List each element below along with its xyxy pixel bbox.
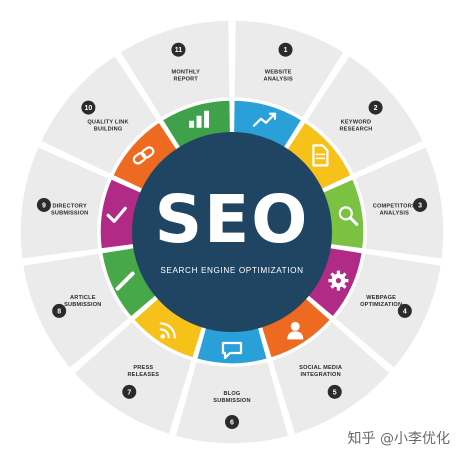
segment-2-number: 2 <box>374 105 378 112</box>
segment-3-number: 3 <box>418 202 422 209</box>
segment-11-label-line: MONTHLY <box>172 70 201 76</box>
segment-3-label-line: COMPETITORS <box>373 204 416 210</box>
segment-4-number-badge <box>397 303 412 318</box>
segment-7-number: 7 <box>127 389 131 396</box>
segment-1-number-badge <box>278 42 293 57</box>
segment-1-number: 1 <box>284 47 288 54</box>
segment-3-label-line: ANALYSIS <box>380 211 409 217</box>
segment-8-number: 8 <box>57 308 61 315</box>
segment-6-number: 6 <box>230 420 234 427</box>
segment-5-label-line: INTEGRATION <box>301 372 341 378</box>
segment-4-label-line: OPTIMIZATION <box>360 302 402 308</box>
speech-bubble-icon <box>221 341 243 360</box>
segment-4-sector <box>333 252 443 370</box>
user-icon <box>287 321 304 340</box>
segment-5-number-badge <box>327 384 342 399</box>
segment-7-sector <box>72 320 194 436</box>
segment-3-number-badge <box>413 197 428 212</box>
segment-2-number-badge <box>368 100 383 115</box>
segment-11-number: 11 <box>175 47 183 54</box>
gear-icon <box>328 270 349 291</box>
segment-9-number-badge <box>36 197 51 212</box>
checkmark-icon <box>106 206 127 223</box>
segment-6-color-sector <box>195 325 269 365</box>
segment-4-number: 4 <box>403 308 407 315</box>
segment-6-label-line: SUBMISSION <box>213 398 250 404</box>
segment-4-color-sector <box>305 246 364 319</box>
segment-11-number-badge <box>171 42 186 57</box>
segment-6-number-badge <box>225 415 239 429</box>
segment-2-label-line: RESEARCH <box>339 127 372 133</box>
segment-7-number-badge <box>122 384 137 399</box>
segment-10-label-line: QUALITY LINK <box>87 120 128 126</box>
segment-7-label-line: PRESS <box>133 365 153 371</box>
segment-9-label-line: DIRECTORY <box>52 204 87 210</box>
segment-11-sector <box>118 19 231 120</box>
segment-8-number-badge <box>52 303 67 318</box>
center-subtitle: SEARCH ENGINE OPTIMIZATION <box>160 266 303 275</box>
segment-2-label-line: KEYWORD <box>341 120 372 126</box>
color-ring <box>99 99 365 365</box>
segment-5-number: 5 <box>333 389 337 396</box>
segment-1-label-line: WEBSITE <box>265 70 292 76</box>
segment-11-label-line: REPORT <box>174 77 199 83</box>
segment-6-label-line: BLOG <box>224 391 241 397</box>
segment-3-sector <box>353 145 445 261</box>
segment-10-number-badge <box>81 100 96 115</box>
segment-2-sector <box>304 54 425 176</box>
segment-8-label-line: SUBMISSION <box>64 302 101 308</box>
outer-ring: 1WEBSITEANALYSIS2KEYWORDRESEARCH3COMPETI… <box>19 19 445 445</box>
segment-5-sector <box>270 320 392 436</box>
bar-chart-icon <box>189 110 210 128</box>
segment-10-label-line: BUILDING <box>94 127 123 133</box>
segment-9-sector <box>19 145 111 261</box>
segment-6-sector <box>174 360 290 445</box>
magnifier-icon <box>338 206 359 226</box>
segment-1-label-line: ANALYSIS <box>264 77 293 83</box>
center-title: SEO <box>155 181 310 258</box>
segment-4-label-line: WEBPAGE <box>366 295 396 301</box>
segment-10-number: 10 <box>85 105 93 112</box>
document-icon <box>312 144 329 167</box>
segment-5-label-line: SOCIAL MEDIA <box>299 365 342 371</box>
segment-9-label-line: SUBMISSION <box>51 211 88 217</box>
center-disc <box>132 132 332 332</box>
chain-link-icon <box>132 146 155 165</box>
rss-icon <box>159 322 176 339</box>
pencil-icon <box>115 271 135 291</box>
watermark: 知乎 @小李优化 <box>347 431 450 447</box>
segment-1-sector <box>233 19 346 120</box>
segment-8-label-line: ARTICLE <box>70 295 96 301</box>
segment-9-number: 9 <box>42 202 46 209</box>
segment-10-sector <box>39 54 160 176</box>
segment-6-color-fill <box>195 325 269 365</box>
segment-8-sector <box>21 252 131 370</box>
trend-line-icon <box>252 112 277 127</box>
segment-7-label-line: RELEASES <box>127 372 159 378</box>
